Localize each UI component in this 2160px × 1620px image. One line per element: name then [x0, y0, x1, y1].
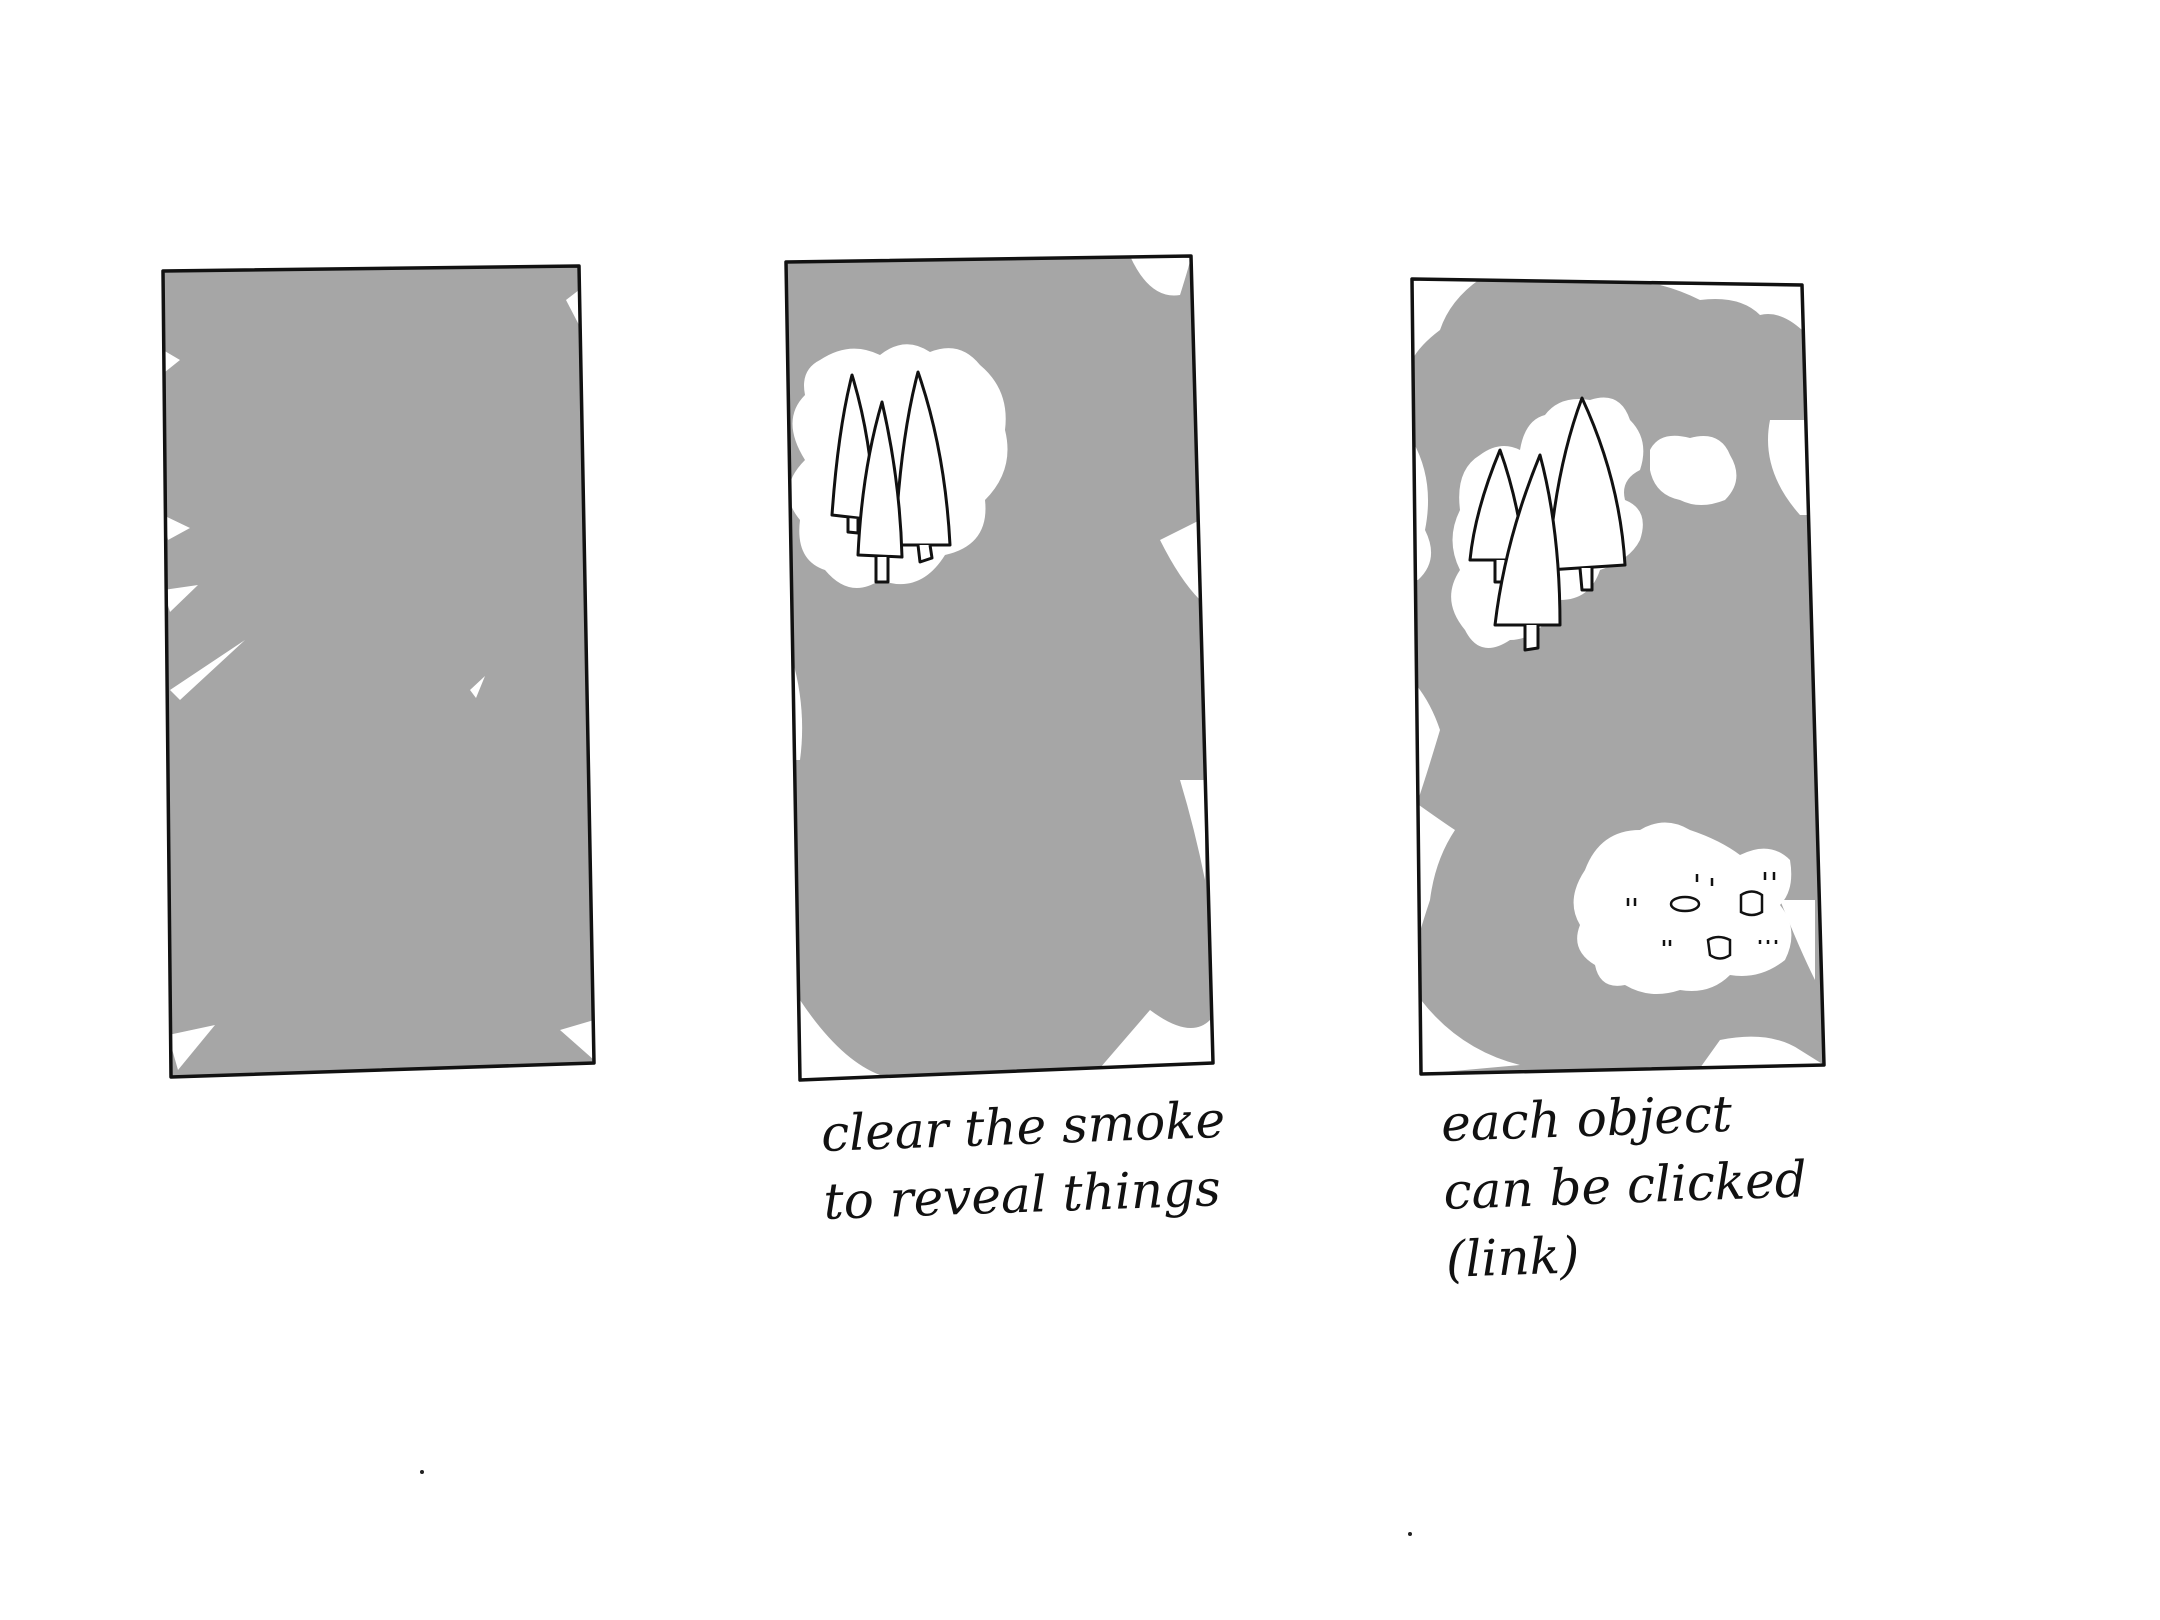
- tree-trunk: [874, 557, 890, 584]
- smoke-gap: [560, 1020, 594, 1060]
- tree-trunk: [916, 544, 934, 564]
- smoke-edge-clear: [1412, 440, 1432, 580]
- stone-icon[interactable]: [1669, 895, 1701, 913]
- smoke-layer: [163, 266, 594, 1077]
- tree-icon[interactable]: [856, 400, 904, 559]
- smoke-edge-clear: [1412, 800, 1455, 950]
- smoke-edge-clear: [1100, 1010, 1213, 1068]
- smoke-edge-clear: [1412, 279, 1480, 360]
- smoke-gap: [170, 640, 245, 700]
- smoke-edge-clear: [1160, 520, 1200, 600]
- smoke-gap: [163, 515, 190, 540]
- smoke-gap: [168, 1025, 215, 1070]
- stone-icon[interactable]: [1739, 890, 1764, 917]
- smoke-edge-clear: [800, 1000, 880, 1080]
- cleared-area: [1650, 435, 1737, 505]
- stray-dot: [420, 1470, 424, 1474]
- smoke-edge-clear: [1700, 1036, 1824, 1068]
- smoke-gap: [163, 350, 180, 372]
- caption-panel-2: clear the smoke to reveal things: [820, 1090, 1226, 1231]
- grass-mark: [1626, 872, 1778, 946]
- smoke-gap: [470, 676, 485, 698]
- tree-trunk: [846, 518, 860, 535]
- stone-icon[interactable]: [1706, 935, 1732, 960]
- tree-group[interactable]: [830, 370, 952, 584]
- cleared-area: [788, 344, 1008, 588]
- stray-dot: [1408, 1532, 1412, 1536]
- panel-1-frame: [161, 264, 596, 1079]
- smoke-edge-clear: [1421, 1000, 1520, 1074]
- smoke-edge-clear: [1130, 256, 1191, 296]
- smoke-edge-clear: [1780, 900, 1815, 980]
- smoke-edge-clear: [1660, 285, 1802, 330]
- smoke-edge-clear: [1768, 420, 1810, 515]
- panel-1: [161, 264, 596, 1079]
- stone-group[interactable]: [1626, 872, 1778, 960]
- tree-group[interactable]: [1468, 396, 1627, 652]
- panel-3: [1410, 277, 1826, 1076]
- smoke-gap: [163, 585, 198, 612]
- caption-panel-3: each object can be clicked (link): [1440, 1084, 1808, 1289]
- smoke-gap: [566, 290, 579, 325]
- panel-2: [784, 254, 1215, 1082]
- panel-3-frame: [1410, 277, 1826, 1076]
- tree-trunk: [1578, 567, 1594, 592]
- smoke-edge-clear: [1180, 780, 1205, 880]
- panel-2-frame: [784, 254, 1215, 1082]
- tree-trunk: [1523, 625, 1540, 652]
- tree-icon[interactable]: [1546, 396, 1627, 572]
